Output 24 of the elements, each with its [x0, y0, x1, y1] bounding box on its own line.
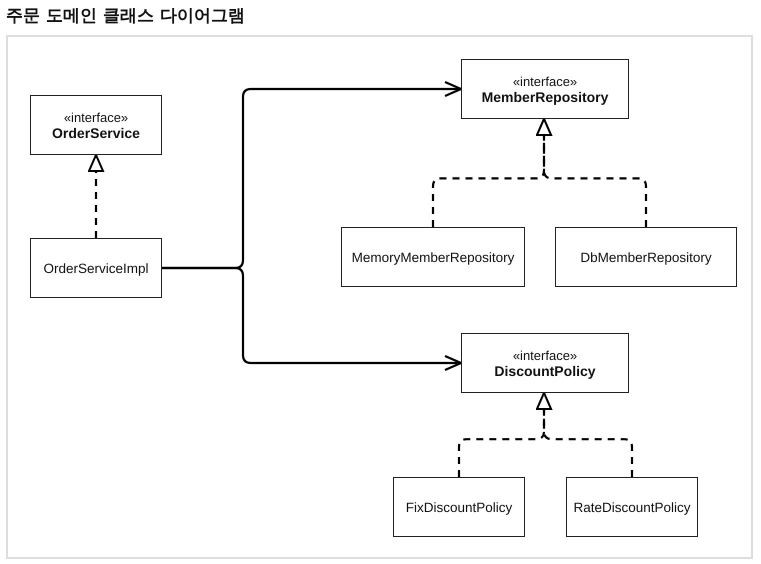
class-name: DbMemberRepository: [580, 250, 712, 264]
stereotype-label: «interface»: [64, 110, 128, 124]
stereotype-label: «interface»: [512, 74, 578, 88]
class-name: OrderService: [52, 124, 140, 140]
class-box: [30, 238, 162, 298]
diagram-title: 주문 도메인 클래스 다이어그램: [6, 5, 245, 27]
interface-box: [461, 59, 629, 119]
class-name: MemoryMemberRepository: [352, 250, 514, 264]
class-box: [393, 477, 525, 537]
stereotype-label: «interface»: [512, 348, 578, 362]
class-name: OrderServiceImpl: [43, 260, 149, 276]
realization-arrow: [536, 118, 648, 227]
class-box: [555, 227, 737, 287]
interface-box: [461, 333, 629, 393]
realization-arrow: [88, 154, 104, 238]
class-box: [566, 477, 698, 537]
realization-arrow: [536, 392, 634, 477]
class-name: MemberRepository: [482, 88, 608, 104]
interface-box: [30, 95, 162, 155]
class-name: RateDiscountPolicy: [573, 500, 691, 514]
dependency-arrow: [162, 266, 462, 372]
class-box: [341, 227, 525, 287]
class-name: DiscountPolicy: [494, 362, 596, 378]
class-name: FixDiscountPolicy: [406, 500, 512, 514]
